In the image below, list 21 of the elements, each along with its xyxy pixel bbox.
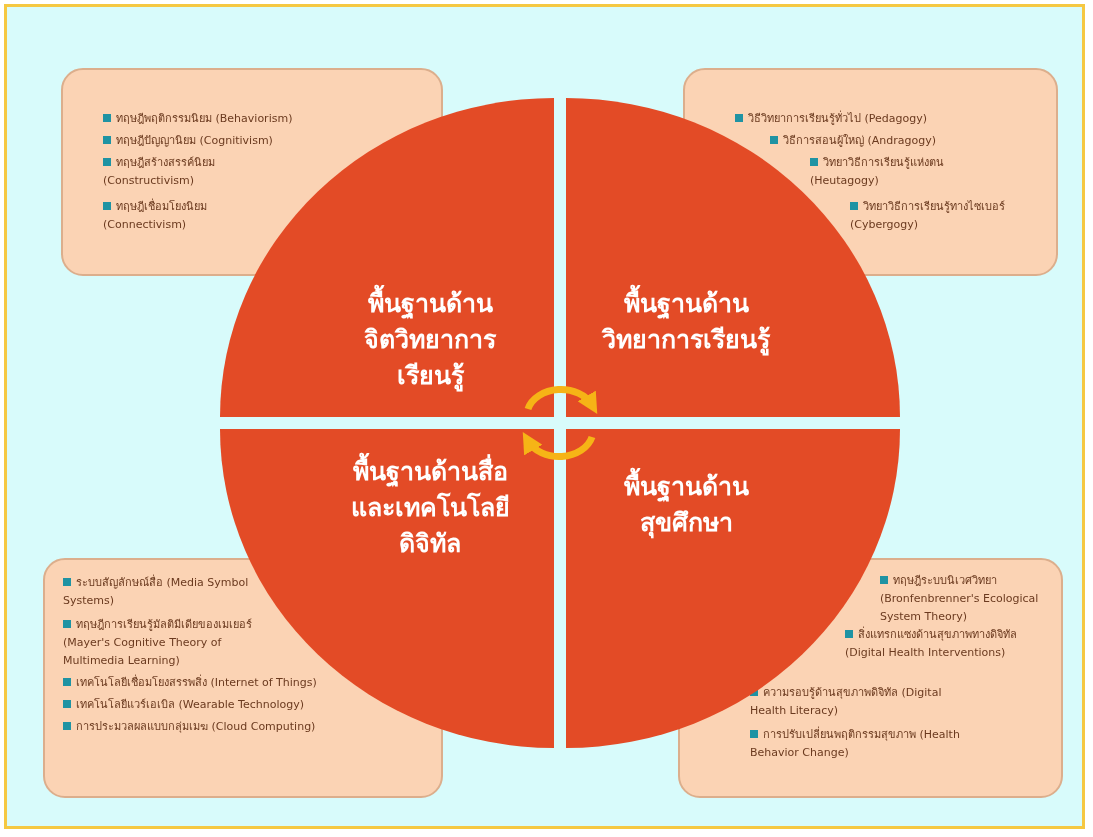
bullet-item: วิทยาวิธีการเรียนรู้ทางไซเบอร์ (Cybergogy) (850, 198, 1020, 234)
bullet-item: ทฤษฎีเชื่อมโยงนิยม (Connectivism) (103, 198, 273, 234)
bullet-item: ทฤษฎีสร้างสรรค์นิยม (Constructivism) (103, 154, 273, 190)
bullet-item: วิธีการสอนผู้ใหญ่ (Andragogy) (770, 132, 1040, 150)
bullet-item: การประมวลผลแบบกลุ่มเมฆ (Cloud Computing) (63, 718, 433, 736)
bullet-item: การปรับเปลี่ยนพฤติกรรมสุขภาพ (Health Behavior Change) (750, 726, 960, 762)
bullet-item: ทฤษฎีปัญญานิยม (Cognitivism) (103, 132, 343, 150)
bullet-item: ความรอบรู้ด้านสุขภาพดิจิทัล (Digital Health Literacy) (750, 684, 950, 720)
bullet-item: ระบบสัญลักษณ์สื่อ (Media Symbol Systems) (63, 574, 253, 610)
bullet-item: วิทยาวิธีการเรียนรู้แห่งตน (Heutagogy) (810, 154, 1000, 190)
bullet-item: ทฤษฎีการเรียนรู้มัลติมีเดียของเมเยอร์ (Mayer's Cognitive Theory of Multimedia Learning) (63, 616, 283, 670)
bullet-item: ทฤษฎีระบบนิเวศวิทยา (Bronfenbrenner's Ecological System Theory) (880, 572, 1055, 626)
bullet-item: ทฤษฎีพฤติกรรมนิยม (Behaviorism) (103, 110, 343, 128)
segment-title: พื้นฐานด้านสื่อและเทคโนโลยีดิจิทัล (340, 454, 520, 562)
curved-arrow (522, 432, 596, 460)
bullet-item: วิธีวิทยาการเรียนรู้ทั่วไป (Pedagogy) (735, 110, 1035, 128)
segment-title: พื้นฐานด้านสุขศึกษา (596, 469, 776, 541)
segment-title: พื้นฐานด้านวิทยาการเรียนรู้ (596, 286, 776, 358)
curved-arrow (524, 386, 598, 414)
segment-title: พื้นฐานด้านจิตวิทยาการเรียนรู้ (340, 286, 520, 394)
bullet-item: สิ่งแทรกแซงด้านสุขภาพทางดิจิทัล (Digital Health Interventions) (845, 626, 1050, 662)
